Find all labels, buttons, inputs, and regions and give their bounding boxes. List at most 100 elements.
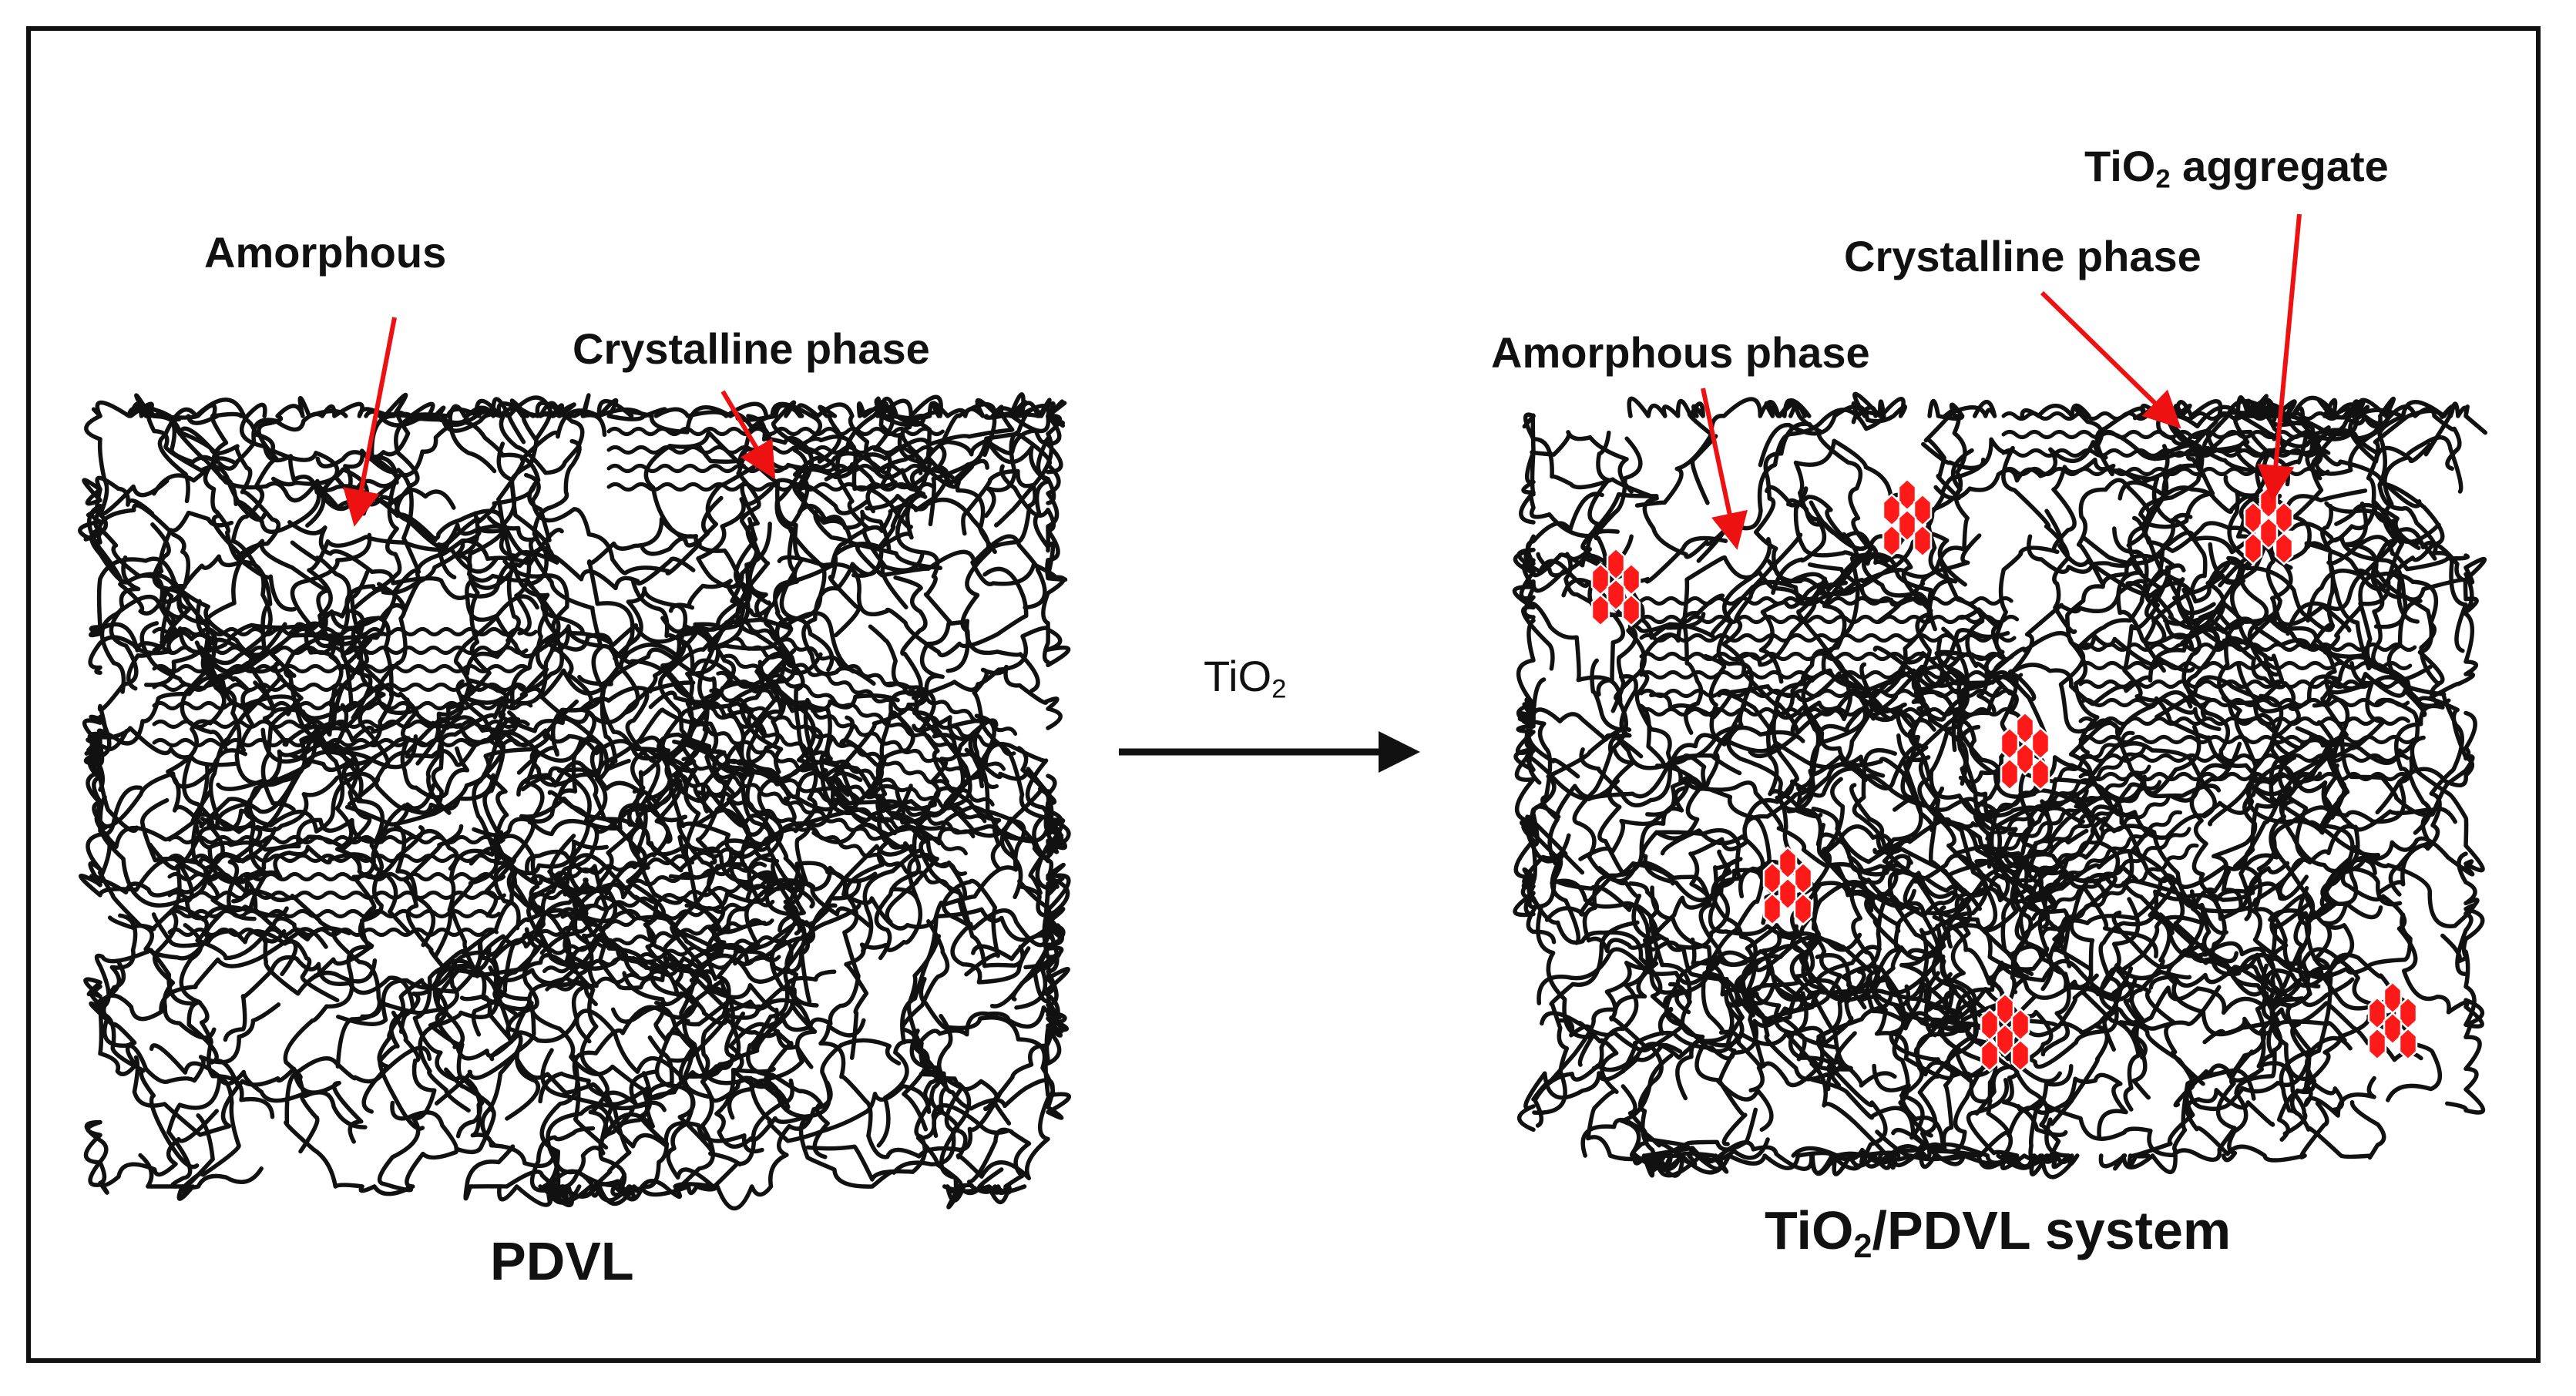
amorphous-chain [1696,391,1886,563]
amorphous-chain [138,1043,241,1189]
label-tio2-aggregate: TiO2 aggregate [2084,142,2389,194]
crystalline-lamella [1639,596,2024,716]
tio2-cluster-icon [2000,711,2050,791]
label-crystalline-left: Crystalline phase [573,324,930,373]
folded-chain [529,844,770,882]
tio2-particles [1590,478,2418,1072]
amorphous-chain [547,790,640,978]
amorphous-chain [1862,552,1969,786]
amorphous-chain [1522,412,1730,559]
folded-chain [152,720,530,729]
amorphous-chain [818,1018,1003,1159]
amorphous-chain [545,1103,764,1204]
folded-chain [2013,796,2171,889]
amorphous-chain [1895,853,2057,971]
pointer-arrow-aggregate [2257,213,2302,502]
amorphous-chain [1974,858,2158,959]
amorphous-chain [821,768,1025,968]
amorphous-chain [1899,867,2092,1038]
amorphous-chain [2320,503,2433,682]
amorphous-chain [1694,992,1897,1133]
amorphous-chain [696,478,869,606]
tio2-crystal [1980,1039,2000,1072]
pdvl-polymer-block [78,392,1072,1211]
amorphous-chain [284,1045,458,1196]
amorphous-chain [450,710,519,977]
pointer-arrow-amorphous-right [1701,388,1748,550]
tio2-crystal [1913,493,1933,527]
amorphous-chain [1663,866,1765,1054]
folded-chain [2003,780,2162,873]
folded-chain [539,918,774,955]
tio2-crystal [1606,547,1626,581]
amorphous-chain [2377,400,2468,653]
amorphous-chain [2007,563,2186,744]
tio2-crystal [2398,1027,2418,1061]
tio2-crystal [1762,892,1782,926]
crystalline-lamella [167,835,506,937]
amorphous-chain [1519,430,1634,525]
folded-chain [695,722,976,839]
tio2-crystal [2367,1027,2387,1061]
amorphous-chain [459,994,685,1080]
amorphous-chain [2185,1088,2329,1163]
amorphous-chain [805,919,950,1182]
amorphous-chain [2181,506,2421,624]
amorphous-chain [876,1039,1012,1148]
amorphous-chain [1524,569,1636,876]
amorphous-chain [1765,485,1967,587]
folded-chain [545,955,781,992]
tio2-crystal [2010,1039,2030,1072]
amorphous-chain [2166,886,2329,1037]
amorphous-chain [2375,599,2475,815]
amorphous-chain [1977,457,2116,713]
amorphous-chain [2342,501,2487,614]
amorphous-chain [1923,399,1997,501]
amorphous-chain [262,916,378,996]
amorphous-chain [2027,534,2167,645]
amorphous-chain [94,727,318,849]
crystalline-lamella [529,844,786,992]
folded-chain [737,619,1018,737]
amorphous-chain [727,654,819,1008]
amorphous-chain [909,1029,1027,1210]
amorphous-chain [1011,862,1070,1002]
tio2-crystal [1882,493,1902,527]
amorphous-chain [1604,858,1748,1052]
amorphous-chain [2158,912,2396,1019]
tio2-crystal [1995,1023,2015,1057]
caption-pdvl: PDVL [490,1231,634,1291]
tio2-cluster-icon [1762,846,1813,926]
folded-chain [152,664,531,673]
tio2-crystal [2274,501,2294,535]
amorphous-chain [307,535,499,770]
amorphous-chain [2180,535,2470,652]
amorphous-chain [334,420,552,542]
tio2-crystal [1897,478,1917,512]
folded-chain [167,909,501,918]
amorphous-chain [919,977,1056,1181]
label-amorphous-left: Amorphous [204,228,447,277]
tio2-crystal [2274,532,2294,565]
crystalline-lamella [2078,643,2417,781]
label-crystalline-right: Crystalline phase [1844,232,2202,280]
folded-chain [152,646,529,655]
amorphous-chain [1850,690,1989,949]
amorphous-chain [2052,690,2193,968]
label-amorphous-right: Amorphous phase [1491,328,1870,377]
tio2-cluster-icon [1980,992,2030,1072]
folded-chain [723,653,1006,771]
tio2-crystal [2000,727,2020,760]
folded-chain [167,928,499,937]
amorphous-chain [2028,1072,2128,1164]
amorphous-chain [856,401,954,626]
folded-chain [730,636,1016,757]
tio2-crystal [1897,508,1917,542]
amorphous-chain [82,475,185,619]
amorphous-chain [488,849,610,987]
folded-chain [2078,643,2417,652]
amorphous-chain [1963,774,2222,831]
folded-chain [534,878,778,918]
folded-chain [2078,680,2408,689]
